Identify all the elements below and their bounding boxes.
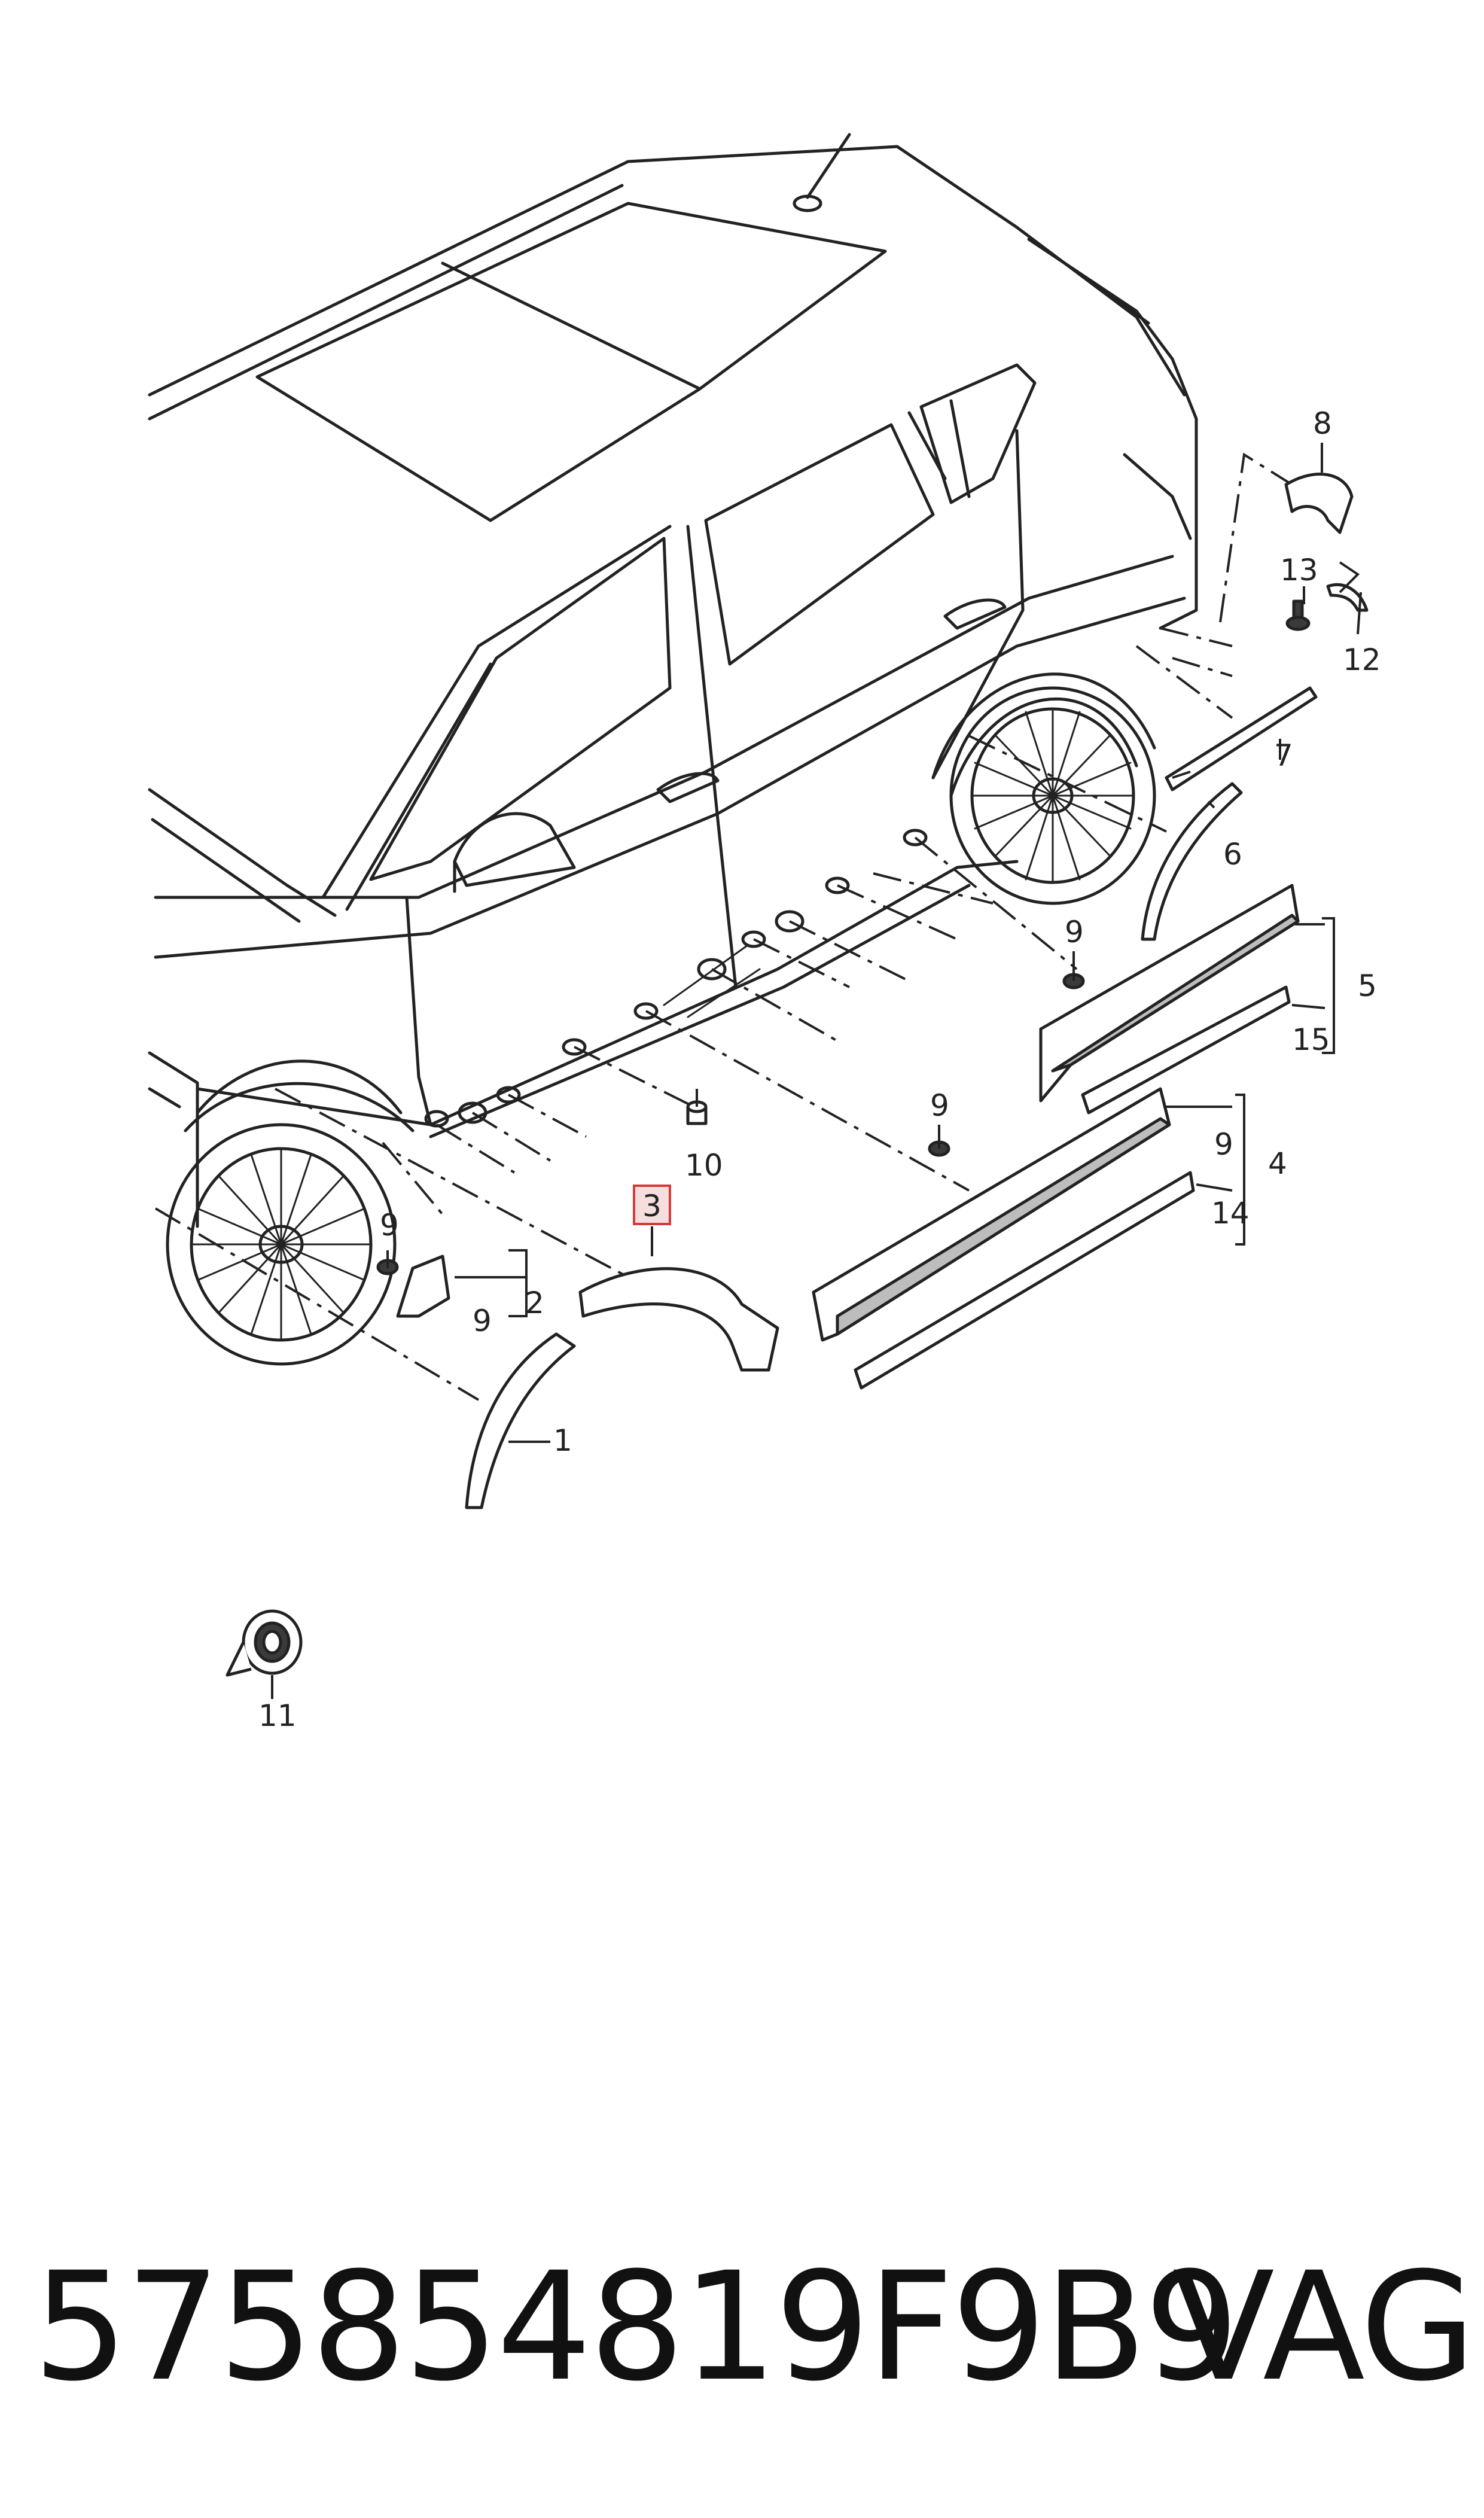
- callout-9-rear-clip[interactable]: 9: [1065, 915, 1084, 949]
- callout-8[interactable]: 8: [1313, 406, 1332, 441]
- callout-3[interactable]: 3: [642, 1189, 662, 1223]
- plug-part: [686, 1100, 708, 1125]
- assembly-lines: [154, 452, 1293, 1401]
- callout-7[interactable]: 7: [1274, 738, 1293, 773]
- callout-13[interactable]: 13: [1280, 553, 1318, 587]
- callout-15[interactable]: 15: [1292, 1022, 1330, 1057]
- callout-6[interactable]: 6: [1223, 837, 1242, 872]
- small-bracket-part: [1326, 583, 1369, 612]
- callout-11[interactable]: 11: [258, 1698, 297, 1733]
- callout-5[interactable]: 5: [1358, 969, 1377, 1003]
- rear-upper-arch-trim: [1165, 686, 1318, 791]
- front-sill-strip: [854, 1171, 1195, 1390]
- car-body-outline: [148, 133, 1198, 1366]
- callout-9-front-clip[interactable]: 9: [380, 1208, 399, 1243]
- front-wheel-arch-trim: [465, 1332, 576, 1509]
- callout-14[interactable]: 14: [1211, 1196, 1250, 1231]
- callout-12[interactable]: 12: [1343, 643, 1381, 677]
- callout-1[interactable]: 1: [553, 1423, 572, 1458]
- callout-3-highlight: [633, 1185, 671, 1225]
- rear-door-molding: [1039, 884, 1300, 1103]
- part-number: 575854819F9B9: [33, 2240, 1239, 2414]
- callout-9-front-brace[interactable]: 9: [473, 1304, 492, 1338]
- rear-sill-strip: [1081, 985, 1291, 1115]
- bracket-part: [1284, 473, 1354, 534]
- brace-marks: [508, 561, 1360, 1317]
- callout-4[interactable]: 4: [1268, 1146, 1287, 1181]
- adhesive-tape-roll: [226, 1609, 303, 1677]
- callout-labels: 1 2 3 4 5 6 7 8 9 9 9 9 9 10 11 12 13 14…: [258, 406, 1381, 1733]
- leader-lines: [271, 443, 1362, 1699]
- callout-9-sill-clip[interactable]: 9: [930, 1088, 949, 1123]
- callout-10[interactable]: 10: [685, 1148, 723, 1183]
- screw-part: [1285, 599, 1311, 631]
- brand-label: VAG: [1172, 2240, 1476, 2414]
- callout-9-sill-brace[interactable]: 9: [1214, 1127, 1233, 1162]
- front-door-arch-molding: [578, 1267, 779, 1372]
- callout-2[interactable]: 2: [525, 1286, 544, 1320]
- rear-wheel-arch-trim: [1141, 782, 1243, 941]
- front-door-sill-molding: [812, 1087, 1171, 1342]
- mud-flap-part: [396, 1255, 450, 1318]
